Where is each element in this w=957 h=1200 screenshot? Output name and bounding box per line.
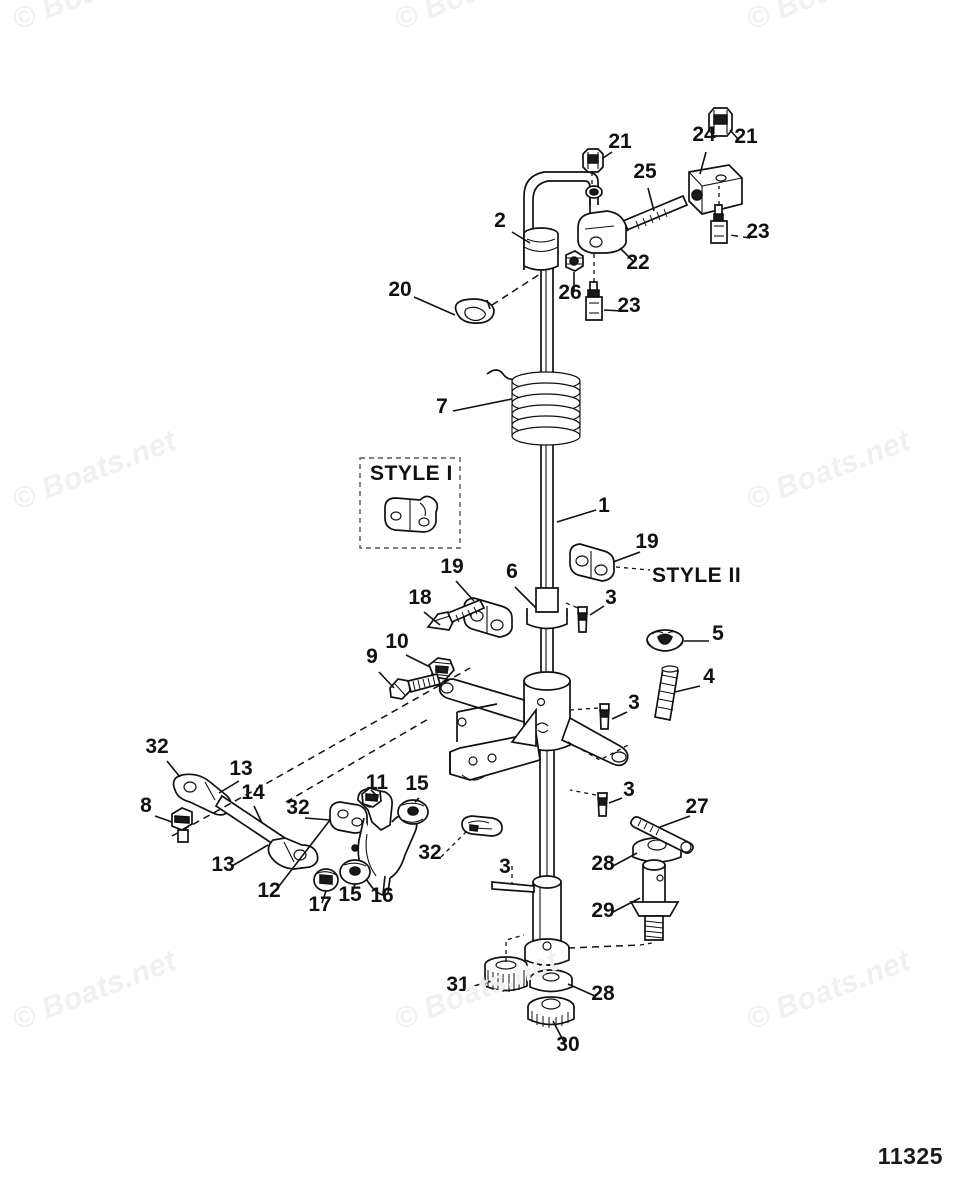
callout-number-4: 4 <box>703 665 715 688</box>
callout-number-32: 32 <box>418 841 441 864</box>
callout-number-13: 13 <box>229 757 252 780</box>
callout-number-2: 2 <box>494 209 506 232</box>
part-21-cap-nut-left <box>582 148 604 173</box>
leader-lines <box>154 129 751 1045</box>
callout-number-3: 3 <box>623 778 635 801</box>
callout-number-3: 3 <box>605 586 617 609</box>
callout-number-3: 3 <box>499 855 511 878</box>
callout-number-32: 32 <box>286 796 309 819</box>
callout-number-26: 26 <box>558 281 581 304</box>
callout-number-30: 30 <box>556 1033 579 1056</box>
style-i-label: STYLE I <box>370 462 453 485</box>
part-19-clamp-block-right <box>569 543 615 582</box>
callout-number-14: 14 <box>241 781 265 804</box>
callout-number-8: 8 <box>140 794 152 817</box>
part-3-pin-d <box>491 881 535 893</box>
callout-number-22: 22 <box>626 251 649 274</box>
part-2-upper-bushing-collar <box>523 227 559 271</box>
part-20-retaining-ring <box>454 298 495 324</box>
part-23-grease-nipple-right <box>710 204 728 244</box>
callout-number-28: 28 <box>591 852 615 875</box>
callout-number-13: 13 <box>211 853 234 876</box>
callout-number-10: 10 <box>385 630 408 653</box>
callout-number-27: 27 <box>685 795 708 818</box>
callout-number-23: 23 <box>746 220 769 243</box>
part-11-nut <box>361 787 382 808</box>
callout-number-31: 31 <box>446 973 470 996</box>
part-23-grease-nipple-lower <box>585 281 603 321</box>
callout-number-6: 6 <box>506 560 518 583</box>
part-26-nut <box>565 250 584 272</box>
part-32-marker-right <box>461 815 503 837</box>
part-5-lock-washer <box>646 629 684 652</box>
callout-number-12: 12 <box>257 879 280 902</box>
callout-number-5: 5 <box>712 622 724 645</box>
callout-number-21: 21 <box>734 125 758 148</box>
callout-number-19: 19 <box>635 530 658 553</box>
part-3-grease-fitting-c <box>597 792 608 817</box>
callout-number-28: 28 <box>591 982 615 1005</box>
part-28-flat-washer-lower <box>529 969 573 993</box>
callout-number-1: 1 <box>598 494 610 517</box>
callout-number-20: 20 <box>388 278 411 301</box>
callout-number-25: 25 <box>633 160 657 183</box>
figure-number: 11325 <box>877 1143 943 1169</box>
part-21-cap-nut-right <box>708 107 733 137</box>
callout-number-19: 19 <box>440 555 463 578</box>
callout-number-21: 21 <box>608 130 632 153</box>
part-7-coil-spring <box>486 369 581 446</box>
callout-number-32: 32 <box>145 735 168 758</box>
part-6-shaft-collar <box>526 587 568 630</box>
callout-number-16: 16 <box>370 884 393 907</box>
part-3-grease-fitting-b <box>599 703 610 730</box>
part-4-spring-sleeve <box>654 665 679 722</box>
style-i-clamp-illustration <box>384 495 439 533</box>
callout-number-7: 7 <box>436 395 448 418</box>
callout-number-17: 17 <box>308 893 331 916</box>
callout-number-15: 15 <box>405 772 429 795</box>
callout-number-9: 9 <box>366 645 378 668</box>
part-15-washer-lower <box>339 859 371 885</box>
steering-arm-casting <box>438 671 629 781</box>
part-27-pin <box>630 816 694 854</box>
callout-number-23: 23 <box>617 294 640 317</box>
part-3-grease-fitting-a <box>577 606 588 633</box>
style-i-box <box>359 457 461 549</box>
callout-number-3: 3 <box>628 691 640 714</box>
part-24-cable-block <box>688 164 743 215</box>
tie-bar-assembly <box>171 773 368 870</box>
callout-number-18: 18 <box>408 586 432 609</box>
part-17-lock-nut <box>313 868 339 892</box>
callout-number-11: 11 <box>366 771 389 794</box>
callout-number-15: 15 <box>338 883 362 906</box>
part-18-bolt <box>426 598 486 631</box>
style-ii-label: STYLE II <box>652 564 741 587</box>
part-29-pivot-bolt <box>629 859 680 941</box>
part-22-cable-anchor <box>577 185 627 254</box>
part-9-hex-bolt <box>389 672 442 700</box>
callout-number-29: 29 <box>591 899 614 922</box>
part-31-bushing <box>484 956 528 992</box>
callout-number-24: 24 <box>692 123 716 146</box>
part-30-flange-nut <box>527 996 575 1028</box>
part-15-washer-right <box>397 799 429 825</box>
